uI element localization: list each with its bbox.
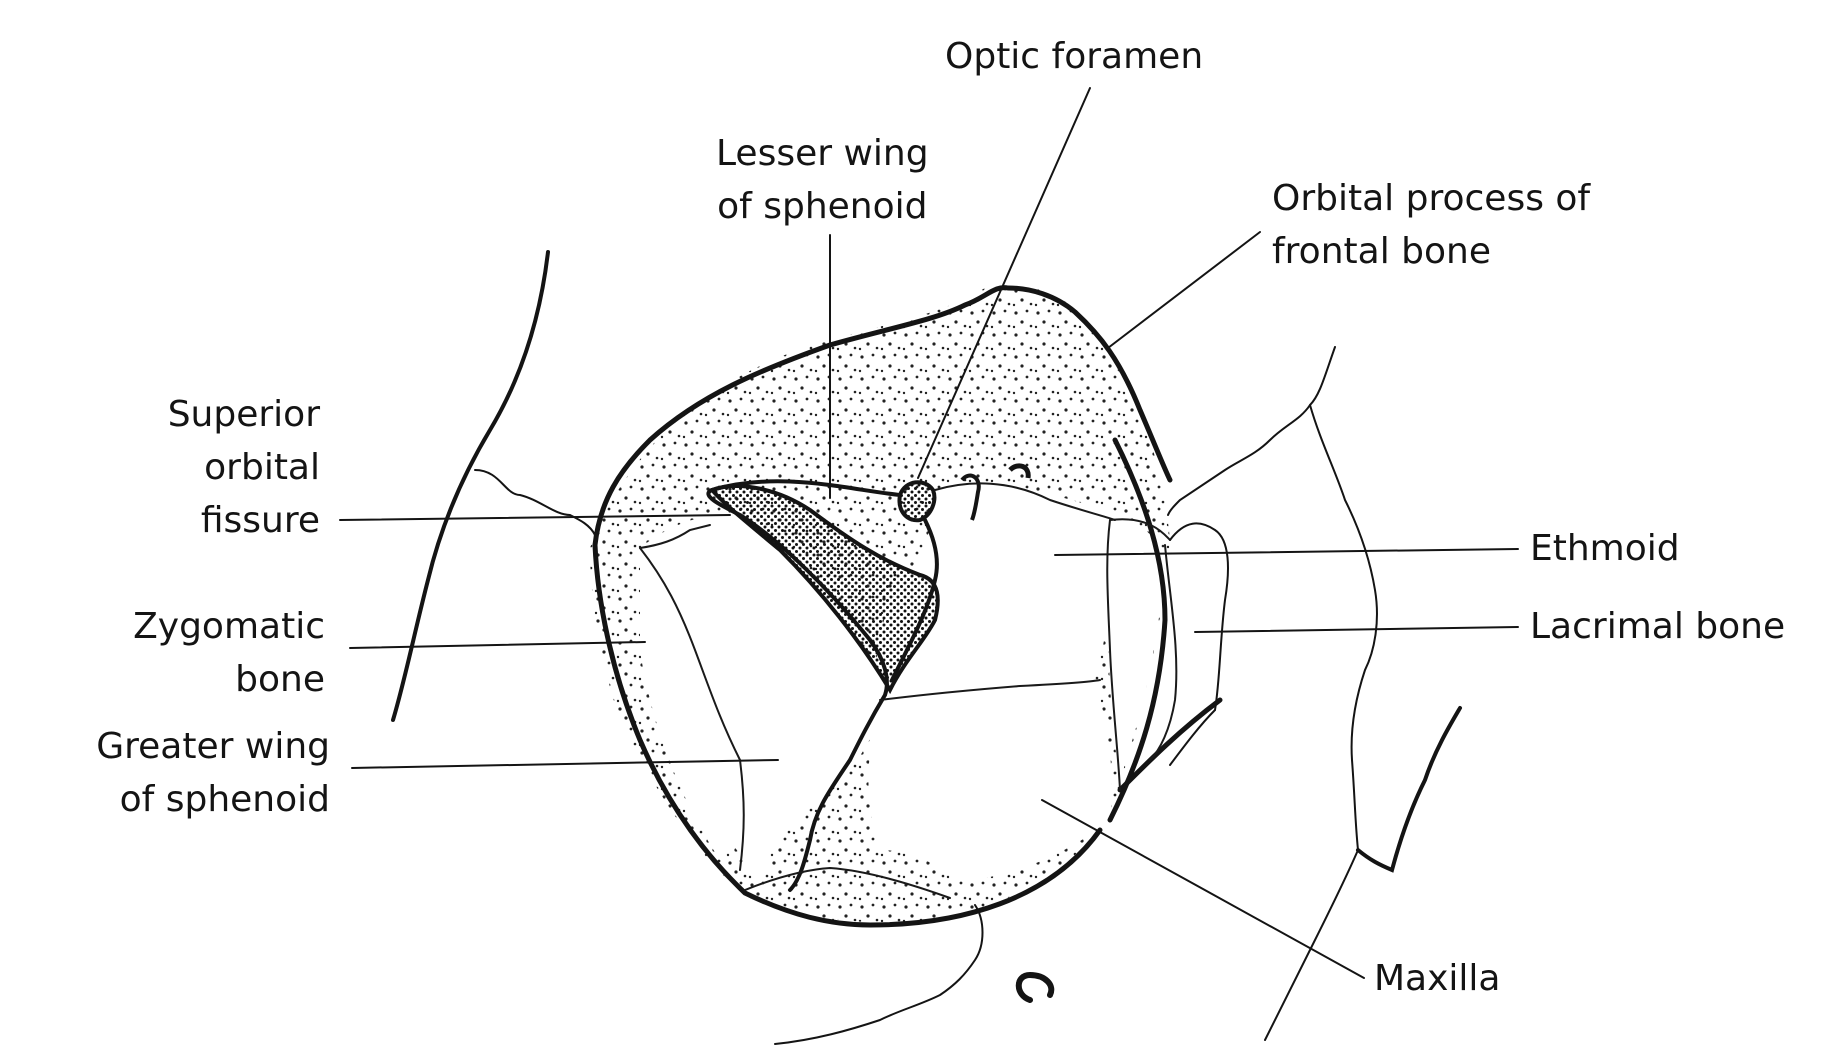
label-orbital-process-line-1: Orbital process of xyxy=(1272,178,1591,219)
suture-lines xyxy=(639,482,1178,899)
label-optic-foramen-line-1: Optic foramen xyxy=(945,36,1204,77)
orbit-inner-regions xyxy=(640,483,1165,880)
label-sof-line-1: Superior xyxy=(167,394,320,435)
label-orbital-process-of-frontal-bone: Orbital process of frontal bone xyxy=(1272,172,1590,278)
label-maxilla-line-1: Maxilla xyxy=(1374,958,1501,999)
label-superior-orbital-fissure: Superior orbital fissure xyxy=(150,388,320,547)
label-ethmoid-line-1: Ethmoid xyxy=(1530,528,1680,569)
surrounding-skull-lines xyxy=(391,250,1462,1045)
label-lacrimal-bone: Lacrimal bone xyxy=(1530,600,1785,653)
leader-greater-wing xyxy=(351,759,779,769)
leader-maxilla xyxy=(1041,799,1365,979)
label-optic-foramen: Optic foramen xyxy=(945,30,1203,83)
label-zygomatic-line-1: Zygomatic xyxy=(133,606,325,647)
infraorbital-foramen-mark xyxy=(1015,971,1055,1003)
label-maxilla: Maxilla xyxy=(1374,952,1501,1005)
small-foramen-mark xyxy=(960,473,981,521)
label-lesser-wing-of-sphenoid: Lesser wing of sphenoid xyxy=(716,127,929,233)
label-ethmoid: Ethmoid xyxy=(1530,522,1680,575)
label-greater-wing-line-1: Greater wing xyxy=(96,726,330,767)
leader-superior-orbital-fissure xyxy=(339,514,731,521)
leader-orbital-process xyxy=(1107,231,1261,349)
leader-zygomatic-bone xyxy=(349,641,646,649)
label-zygomatic-line-2: bone xyxy=(235,659,325,700)
leader-lacrimal-bone xyxy=(1194,626,1519,633)
label-lesser-wing-line-2: of sphenoid xyxy=(717,186,928,227)
label-sof-line-2: orbital xyxy=(204,447,320,488)
optic-foramen-hole xyxy=(897,480,937,523)
label-orbital-process-line-2: frontal bone xyxy=(1272,231,1491,272)
label-lesser-wing-line-1: Lesser wing xyxy=(716,133,929,174)
small-foramen-mark-2 xyxy=(1008,463,1031,479)
label-greater-wing-of-sphenoid: Greater wing of sphenoid xyxy=(90,720,330,826)
leader-optic-foramen xyxy=(917,87,1091,479)
leader-ethmoid xyxy=(1054,548,1519,556)
inner-bone-contours xyxy=(706,479,939,892)
label-lacrimal-line-1: Lacrimal bone xyxy=(1530,606,1786,647)
leader-lines xyxy=(339,87,1519,979)
label-zygomatic-bone: Zygomatic bone xyxy=(120,600,325,706)
label-greater-wing-line-2: of sphenoid xyxy=(119,779,330,820)
label-sof-line-3: fissure xyxy=(200,500,320,541)
